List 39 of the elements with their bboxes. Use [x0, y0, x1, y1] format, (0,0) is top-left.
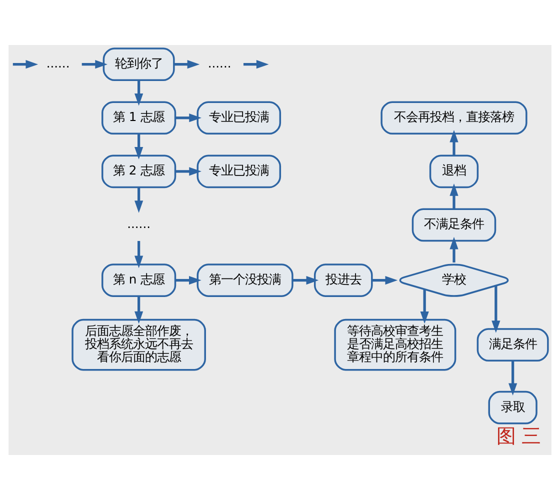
- arrow: [134, 134, 144, 160]
- node-box: 第 2 志愿: [102, 154, 176, 188]
- node-box: 不满足条件: [412, 208, 496, 242]
- arrow: [12, 60, 38, 69]
- arrow: [175, 276, 202, 285]
- arrow: [450, 130, 458, 156]
- arrow: [134, 240, 144, 268]
- arrow: [134, 188, 144, 213]
- arrow: [492, 286, 500, 333]
- node-box: 专业已投满: [196, 101, 282, 135]
- arrow: [243, 60, 269, 69]
- node-box: 专业已投满: [196, 154, 282, 188]
- arrow: [372, 276, 398, 285]
- node-box: 第一个没投满: [196, 264, 294, 297]
- node-text: ......: [208, 56, 232, 71]
- arrow: [174, 60, 200, 69]
- node-box: 等待高校审查考生是否满足高校招生章程中的所有条件: [334, 318, 456, 371]
- arrow: [292, 276, 319, 285]
- caption: 图 三: [496, 424, 541, 448]
- arrow: [134, 80, 144, 106]
- node-box: 录取: [488, 390, 538, 424]
- node-box: 退档: [429, 154, 479, 188]
- node-text: ......: [127, 217, 151, 232]
- node-box: 第 n 志愿: [102, 264, 176, 297]
- node-text: ......: [46, 56, 70, 71]
- node-box: 满足条件: [476, 328, 549, 362]
- node-box: 轮到你了: [102, 48, 175, 81]
- arrow: [176, 114, 202, 122]
- node-box: 不会再投档，直接落榜: [380, 101, 528, 135]
- arrow: [82, 60, 108, 69]
- node-box: 第 1 志愿: [102, 101, 176, 135]
- arrow: [450, 184, 458, 209]
- node-box: 后面志愿全部作废，投档系统永远不再去看你后面的志愿: [72, 318, 206, 371]
- arrow: [508, 360, 518, 396]
- arrow: [176, 167, 202, 176]
- arrow: [420, 289, 429, 324]
- arrow: [134, 296, 144, 324]
- node-box: 投进去: [314, 264, 373, 297]
- arrow: [450, 236, 458, 262]
